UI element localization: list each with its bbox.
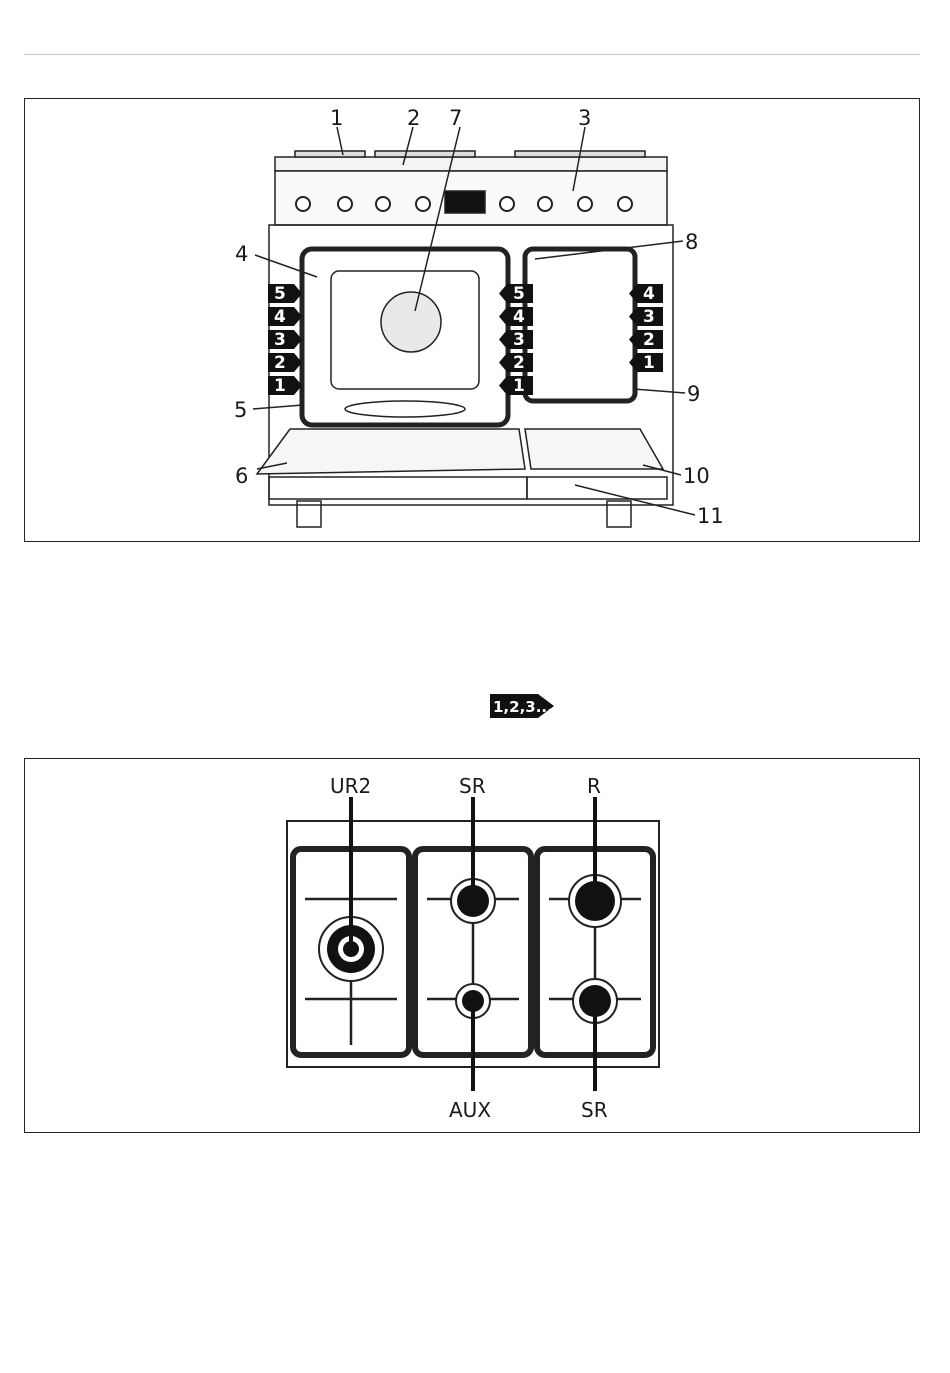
center-shelf-level-5: 5 xyxy=(499,284,533,304)
callout-4: 4 xyxy=(235,242,248,266)
callout-11: 11 xyxy=(697,504,724,528)
hob-layout-figure: UR2 SR R AUX SR xyxy=(24,758,920,1133)
callout-6: 6 xyxy=(235,464,248,488)
callout-7: 7 xyxy=(449,106,462,130)
callout-9: 9 xyxy=(687,382,700,406)
center-shelf-level-2: 2 xyxy=(499,353,533,373)
svg-text:4: 4 xyxy=(274,307,286,327)
svg-text:3: 3 xyxy=(513,330,525,350)
callout-3: 3 xyxy=(578,106,591,130)
left-shelf-level-5: 5 xyxy=(268,284,302,304)
svg-text:1: 1 xyxy=(274,376,286,396)
callout-8: 8 xyxy=(685,230,698,254)
svg-text:5: 5 xyxy=(274,284,286,304)
svg-text:4: 4 xyxy=(643,284,655,304)
burner-label-aux: AUX xyxy=(449,1098,491,1122)
svg-text:1: 1 xyxy=(643,353,655,373)
burner-label-ur2: UR2 xyxy=(330,774,371,798)
svg-text:4: 4 xyxy=(513,307,525,327)
cooker-front-drawing: 1 2 7 3 4 5 6 8 9 10 11 5 4 3 2 1 5 4 3 2 1 4 3 2 1 xyxy=(25,99,921,543)
center-shelf-level-1: 1 xyxy=(499,376,533,396)
svg-text:2: 2 xyxy=(513,353,525,373)
callout-2: 2 xyxy=(407,106,420,130)
svg-text:1: 1 xyxy=(513,376,525,396)
svg-text:3: 3 xyxy=(643,307,655,327)
hob-layout-drawing: UR2 SR R AUX SR xyxy=(25,759,921,1134)
left-shelf-level-4: 4 xyxy=(268,307,302,327)
reference-badge-text: 1,2,3... xyxy=(493,698,553,716)
svg-text:2: 2 xyxy=(274,353,286,373)
burner-label-sr-bottom: SR xyxy=(581,1098,608,1122)
left-shelf-level-3: 3 xyxy=(268,330,302,350)
callout-10: 10 xyxy=(683,464,710,488)
center-shelf-level-4: 4 xyxy=(499,307,533,327)
left-shelf-level-2: 2 xyxy=(268,353,302,373)
left-shelf-level-1: 1 xyxy=(268,376,302,396)
cooker-front-figure: 1 2 7 3 4 5 6 8 9 10 11 5 4 3 2 1 5 4 3 2 1 4 3 2 1 xyxy=(24,98,920,542)
header-rule xyxy=(24,54,920,55)
center-shelf-level-3: 3 xyxy=(499,330,533,350)
svg-text:3: 3 xyxy=(274,330,286,350)
callout-5: 5 xyxy=(234,398,247,422)
callout-1: 1 xyxy=(330,106,343,130)
svg-text:2: 2 xyxy=(643,330,655,350)
burner-label-sr-top: SR xyxy=(459,774,486,798)
svg-text:5: 5 xyxy=(513,284,525,304)
burner-label-r: R xyxy=(587,774,601,798)
reference-badge: 1,2,3... xyxy=(490,694,560,718)
